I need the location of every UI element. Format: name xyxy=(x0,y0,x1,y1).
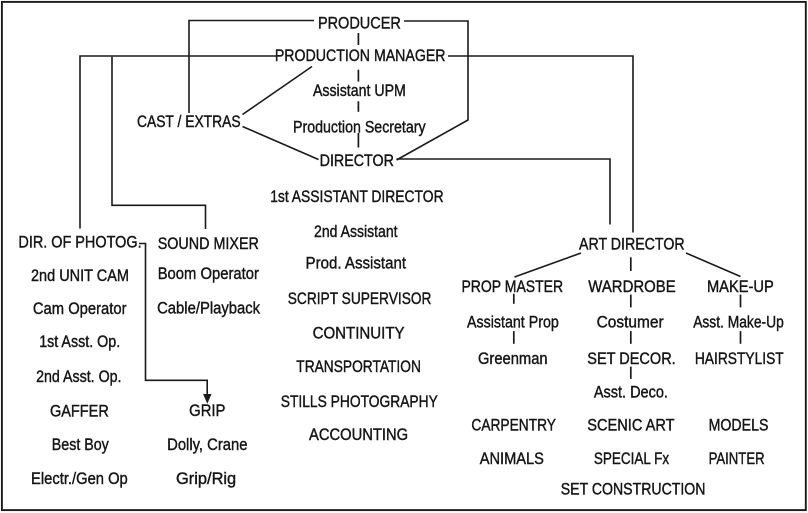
svg-text:Asst. Make-Up: Asst. Make-Up xyxy=(693,313,784,332)
svg-text:SOUND MIXER: SOUND MIXER xyxy=(158,234,259,253)
svg-text:STILLS PHOTOGRAPHY: STILLS PHOTOGRAPHY xyxy=(281,392,438,411)
svg-text:Greenman: Greenman xyxy=(478,349,548,368)
svg-text:ANIMALS: ANIMALS xyxy=(480,449,544,468)
svg-text:Grip/Rig: Grip/Rig xyxy=(176,469,236,488)
svg-text:Production Secretary: Production Secretary xyxy=(293,117,426,136)
svg-text:PRODUCER: PRODUCER xyxy=(318,13,401,32)
svg-text:CARPENTRY: CARPENTRY xyxy=(471,416,556,435)
svg-text:2nd Assistant: 2nd Assistant xyxy=(314,222,398,241)
svg-text:MAKE-UP: MAKE-UP xyxy=(707,277,774,296)
svg-text:TRANSPORTATION: TRANSPORTATION xyxy=(296,357,421,376)
svg-text:Prod. Assistant: Prod. Assistant xyxy=(306,254,407,273)
svg-text:SET CONSTRUCTION: SET CONSTRUCTION xyxy=(561,480,706,499)
svg-text:PRODUCTION MANAGER: PRODUCTION MANAGER xyxy=(275,46,446,65)
svg-text:1st ASSISTANT DIRECTOR: 1st ASSISTANT DIRECTOR xyxy=(270,187,443,206)
svg-text:Boom Operator: Boom Operator xyxy=(158,264,259,283)
svg-text:SPECIAL Fx: SPECIAL Fx xyxy=(594,449,670,468)
svg-text:Asst. Deco.: Asst. Deco. xyxy=(594,383,668,402)
svg-text:GRIP: GRIP xyxy=(189,401,225,420)
svg-text:DIRECTOR: DIRECTOR xyxy=(320,151,394,170)
svg-text:SCRIPT SUPERVISOR: SCRIPT SUPERVISOR xyxy=(288,289,432,308)
svg-text:HAIRSTYLIST: HAIRSTYLIST xyxy=(695,349,784,368)
svg-text:WARDROBE: WARDROBE xyxy=(588,277,675,296)
svg-text:PAINTER: PAINTER xyxy=(709,449,765,468)
svg-text:CAST / EXTRAS: CAST / EXTRAS xyxy=(137,112,241,131)
svg-text:MODELS: MODELS xyxy=(709,416,769,435)
svg-text:Assistant UPM: Assistant UPM xyxy=(313,81,406,100)
svg-text:Costumer: Costumer xyxy=(597,313,664,332)
svg-text:Cam Operator: Cam Operator xyxy=(33,299,127,318)
svg-text:SCENIC ART: SCENIC ART xyxy=(587,416,674,435)
svg-text:2nd UNIT CAM: 2nd UNIT CAM xyxy=(31,266,129,285)
svg-text:GAFFER: GAFFER xyxy=(50,401,109,420)
svg-text:ART DIRECTOR: ART DIRECTOR xyxy=(579,234,685,253)
svg-text:1st Asst. Op.: 1st Asst. Op. xyxy=(39,332,120,351)
svg-text:Cable/Playback: Cable/Playback xyxy=(157,299,260,318)
svg-text:PROP MASTER: PROP MASTER xyxy=(461,277,563,296)
svg-text:CONTINUITY: CONTINUITY xyxy=(313,323,405,342)
svg-text:SET DECOR.: SET DECOR. xyxy=(587,349,675,368)
svg-text:2nd Asst. Op.: 2nd Asst. Op. xyxy=(36,367,121,386)
svg-text:Electr./Gen Op: Electr./Gen Op xyxy=(31,469,128,488)
svg-text:DIR. OF PHOTOG.: DIR. OF PHOTOG. xyxy=(18,233,141,252)
svg-text:Dolly, Crane: Dolly, Crane xyxy=(167,435,247,454)
svg-text:Assistant Prop: Assistant Prop xyxy=(467,313,559,332)
svg-text:Best Boy: Best Boy xyxy=(52,435,109,454)
svg-text:ACCOUNTING: ACCOUNTING xyxy=(309,425,408,444)
